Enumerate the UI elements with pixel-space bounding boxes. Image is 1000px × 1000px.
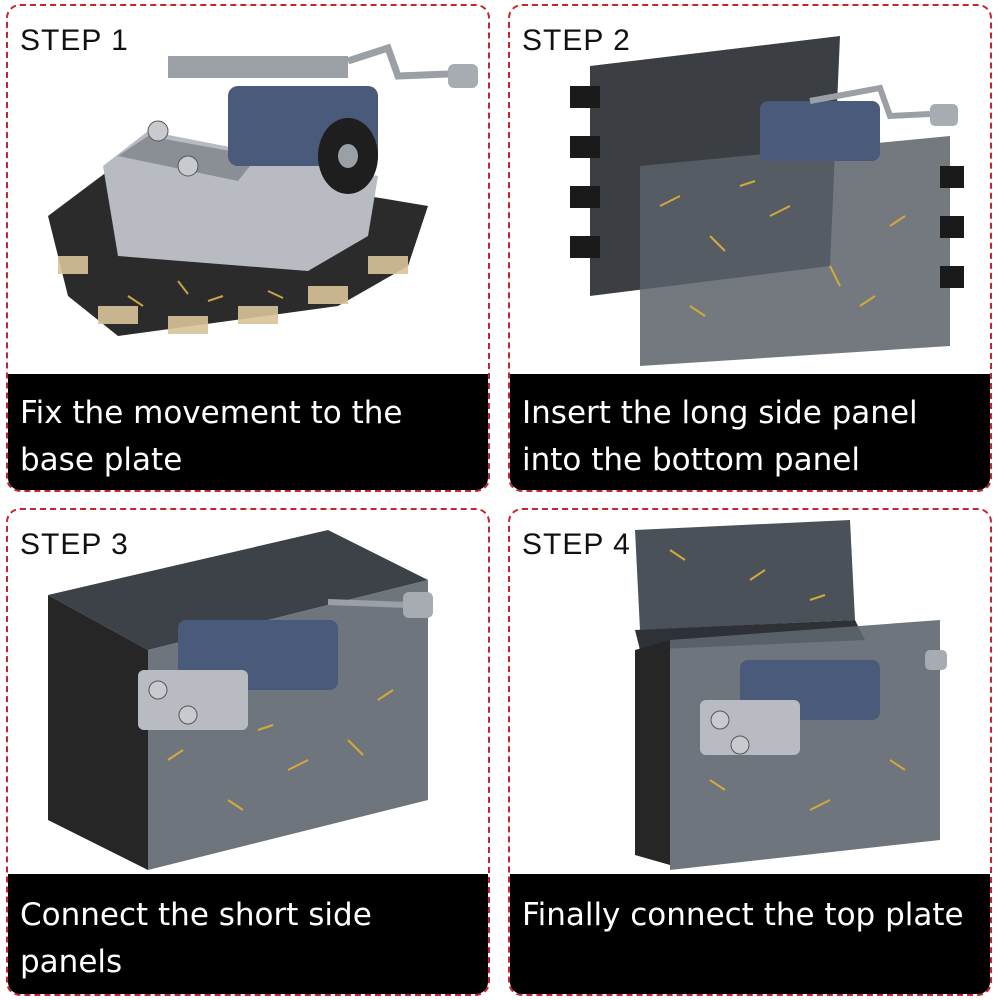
short-side-panel — [635, 640, 670, 865]
box-top-edge — [48, 530, 428, 650]
step-caption: Insert the long side panel into the bott… — [510, 374, 990, 490]
front-panel — [640, 136, 950, 366]
drum — [760, 101, 880, 161]
step-label: STEP 3 — [20, 528, 129, 561]
step-label: STEP 1 — [20, 24, 129, 57]
step-1-photo — [8, 6, 488, 376]
step-label: STEP 4 — [522, 528, 631, 561]
step-card-1: STEP 1 Fix the movement to the base plat… — [6, 4, 490, 492]
step-4-photo — [510, 510, 990, 880]
step-card-3: STEP 3 Connect the short side panels — [6, 508, 490, 996]
crank-handle — [346, 43, 449, 80]
step-caption: Connect the short side panels — [8, 874, 488, 994]
crank-knob — [403, 592, 433, 618]
step-card-2: STEP 2 Insert the long side panel into t… — [508, 4, 992, 492]
step-3-photo — [8, 510, 488, 880]
top-plate — [635, 520, 855, 630]
step-card-4: STEP 4 Finally connect the top plate — [508, 508, 992, 996]
crank-handle — [809, 84, 931, 120]
step-caption: Finally connect the top plate — [510, 874, 990, 994]
crank-knob — [925, 650, 947, 670]
step-2-photo — [510, 6, 990, 376]
step-label: STEP 2 — [522, 24, 631, 57]
step-caption: Fix the movement to the base plate — [8, 374, 488, 490]
short-side-panel — [48, 595, 148, 870]
